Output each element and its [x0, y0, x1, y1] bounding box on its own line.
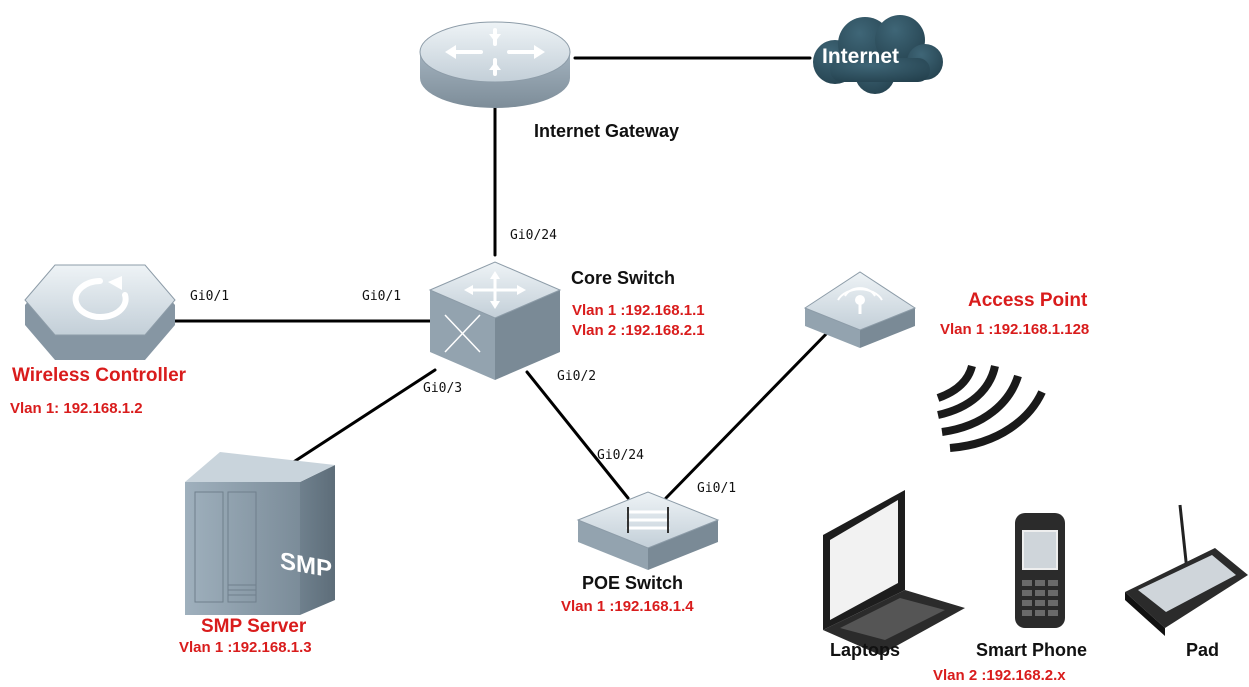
poe-switch-icon	[576, 491, 720, 570]
core-switch-vlan2-label: Vlan 2 :192.168.2.1	[572, 322, 705, 339]
poe-switch-label: POE Switch	[582, 573, 684, 593]
clients-vlan-label: Vlan 2 :192.168.2.x	[933, 667, 1066, 684]
smart-phone-icon	[1015, 513, 1065, 628]
wireless-signal-icon	[936, 364, 1046, 452]
laptop-icon	[823, 490, 965, 655]
wireless-controller-port-label: Gi0/1	[190, 289, 230, 304]
laptops-label: Laptops	[830, 640, 900, 660]
poe-uplink-port-label: Gi0/24	[597, 448, 644, 463]
core-switch-vlan1-label: Vlan 1 :192.168.1.1	[572, 302, 705, 319]
cloud-icon	[813, 15, 943, 94]
smart-phone-label: Smart Phone	[976, 640, 1088, 660]
smp-server-vlan-label: Vlan 1 :192.168.1.3	[179, 639, 312, 656]
router-icon	[419, 21, 571, 108]
core-switch-label: Core Switch	[571, 268, 676, 288]
poe-to-ap-port-label: Gi0/1	[697, 481, 737, 496]
wireless-controller-vlan-label: Vlan 1: 192.168.1.2	[10, 400, 143, 417]
core-uplink-port-label: Gi0/24	[510, 228, 557, 243]
poe-switch-vlan-label: Vlan 1 :192.168.1.4	[561, 598, 694, 615]
core-to-wc-port-label: Gi0/1	[362, 289, 402, 304]
internet-label: Internet	[822, 45, 900, 68]
link-core-poe-switch	[525, 370, 630, 500]
link-poe-access-point	[664, 328, 832, 500]
wireless-controller-label: Wireless Controller	[12, 365, 187, 386]
smp-server-label: SMP Server	[201, 616, 307, 637]
core-to-smp-port-label: Gi0/3	[423, 381, 463, 396]
pad-label: Pad	[1186, 640, 1220, 660]
core-to-poe-port-label: Gi0/2	[557, 369, 597, 384]
pad-icon	[1125, 504, 1248, 636]
link-core-smp-server	[290, 368, 437, 465]
access-point-label: Access Point	[968, 290, 1088, 311]
access-point-icon	[803, 271, 917, 348]
internet-gateway-label: Internet Gateway	[534, 121, 680, 141]
links	[168, 56, 832, 500]
layer3-switch-icon	[428, 261, 562, 380]
access-point-vlan-label: Vlan 1 :192.168.1.128	[940, 321, 1090, 338]
wireless-controller-icon	[24, 264, 176, 360]
server-icon	[185, 452, 335, 615]
